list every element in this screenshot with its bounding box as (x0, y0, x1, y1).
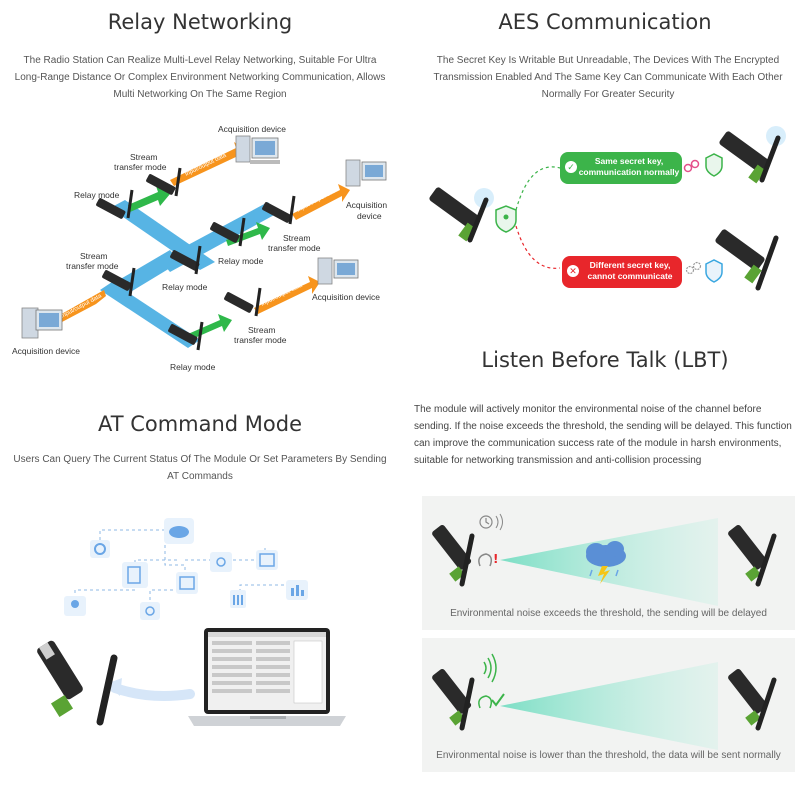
dashed-path-ok (515, 166, 561, 211)
shield-icon-left (495, 205, 517, 233)
cloud-icon (164, 518, 194, 544)
laptop (188, 628, 346, 726)
lbt-caption-1: Environmental noise exceeds the threshol… (450, 608, 767, 619)
module-at (37, 640, 118, 726)
users-icon (64, 596, 86, 616)
module-relay-2 (210, 217, 246, 247)
label-acq-right1-l2: device (357, 211, 382, 221)
shield-icon-bad (705, 259, 723, 283)
image-icon (256, 550, 278, 570)
label-relay1: Relay mode (74, 190, 120, 200)
shield-icon-ok (705, 153, 723, 177)
label-stream1-l1: Stream (130, 152, 157, 162)
clock-icon (479, 513, 503, 531)
aes-ok-text: Same secret key, communication normally (578, 156, 680, 178)
storm-cloud-icon (586, 541, 626, 584)
lbt-caption-2: Environmental noise is lower than the th… (436, 750, 781, 761)
chart-icon (286, 580, 308, 600)
module-lbt2-left (432, 668, 475, 731)
module-left-aes (429, 187, 494, 243)
aes-diagram (429, 126, 786, 291)
label-acq-right1-l1: Acquisition (346, 200, 387, 210)
aes-ok-line1: Same secret key, (594, 156, 664, 166)
label-acq-top: Acquisition device (218, 124, 286, 134)
settings-icon (210, 552, 232, 572)
green-arrow-1 (128, 186, 170, 212)
ear-icon-alert: ! (478, 552, 498, 567)
at-title: AT Command Mode (97, 412, 303, 436)
module-stream-2 (262, 195, 296, 225)
module-relay-3 (170, 245, 202, 275)
computer-icon-right2 (317, 257, 359, 285)
signal-beam-2 (500, 662, 718, 750)
aes-bad-badge: ✕ Different secret key, cannot communica… (562, 256, 682, 288)
module-lbt1-left (432, 524, 475, 587)
at-description: Users Can Query The Current Status Of Th… (13, 454, 387, 482)
label-relay3: Relay mode (162, 282, 208, 292)
arrow-laptop-to-module (110, 683, 195, 701)
module-relay-1 (96, 189, 134, 219)
module-stream-4 (224, 287, 262, 317)
gauge-icon (90, 540, 110, 558)
label-stream1-l2: transfer mode (114, 162, 167, 172)
label-stream4-l1: Stream (248, 325, 275, 335)
module-right-ok (719, 126, 786, 184)
aes-title: AES Communication (498, 10, 712, 34)
module-stream-1 (146, 167, 182, 197)
dashed-path-bad (515, 225, 561, 269)
computer-icon-right1 (345, 159, 387, 187)
broken-link-icon (685, 261, 702, 275)
link-icon (683, 159, 700, 173)
transfer-icon (176, 572, 198, 594)
relay-diagram: Input/output data Input/output data Inpu… (12, 124, 387, 372)
label-stream2-l2: transfer mode (268, 243, 321, 253)
label-stream4-l2: transfer mode (234, 335, 287, 345)
label-stream3-l1: Stream (80, 251, 107, 261)
module-stream-3 (102, 267, 136, 297)
aes-description: The Secret Key Is Writable But Unreadabl… (433, 55, 783, 100)
signal-waves-icon (483, 653, 497, 683)
relay-description: The Radio Station Can Realize Multi-Leve… (14, 55, 386, 100)
svg-text:!: ! (493, 552, 498, 566)
refresh-icon (140, 602, 160, 620)
aes-bad-line2: cannot communicate (587, 271, 673, 281)
ear-icon-ok (478, 693, 505, 709)
x-icon: ✕ (567, 265, 579, 277)
computer-icon-left (21, 307, 63, 339)
at-diagram (37, 518, 346, 726)
aes-bad-text: Different secret key, cannot communicate (580, 260, 680, 282)
module-lbt2-right (728, 668, 777, 731)
aes-bad-line1: Different secret key, (589, 260, 671, 270)
module-right-bad (715, 229, 779, 291)
bars-icon (230, 590, 246, 608)
computer-icon-top (235, 135, 280, 164)
label-acq-left: Acquisition device (12, 346, 80, 356)
lbt-description: The module will actively monitor the env… (414, 404, 792, 466)
lbt-title: Listen Before Talk (LBT) (481, 348, 729, 372)
aes-ok-line2: communication normally (578, 167, 680, 177)
module-lbt1-right (728, 524, 777, 587)
label-stream3-l2: transfer mode (66, 261, 119, 271)
label-stream2-l1: Stream (283, 233, 310, 243)
relay-title: Relay Networking (107, 10, 293, 34)
label-relay4: Relay mode (170, 362, 216, 372)
document-search-icon (122, 562, 148, 588)
check-icon: ✓ (565, 161, 577, 173)
aes-ok-badge: ✓ Same secret key, communication normall… (560, 152, 682, 184)
module-relay-4 (168, 321, 204, 351)
label-relay2: Relay mode (218, 256, 264, 266)
label-acq-right2: Acquisition device (312, 292, 380, 302)
